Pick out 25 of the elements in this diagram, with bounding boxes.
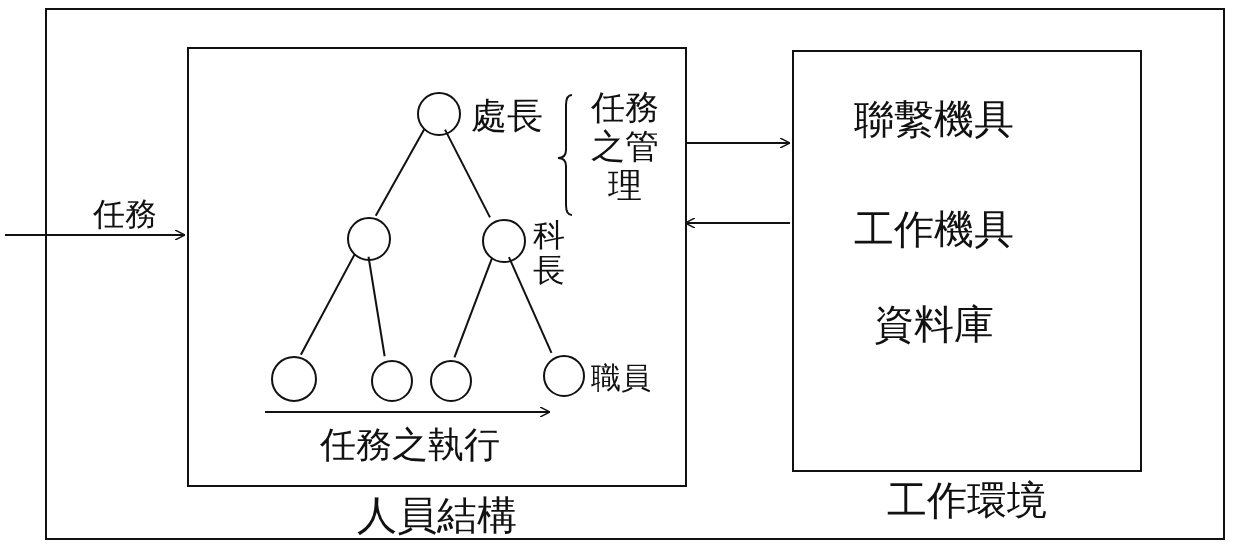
role-label: 處長 — [471, 96, 543, 136]
connector-line — [507, 256, 553, 354]
role-label: 科長 — [533, 218, 566, 289]
arrow — [684, 137, 791, 149]
connector-line — [367, 255, 386, 358]
item-text: 資料庫 — [874, 302, 994, 346]
item-text: 聯繫機具 — [854, 97, 1014, 141]
person-circle — [271, 356, 317, 402]
box-heading: 人員結構 — [357, 493, 517, 537]
connector-line — [374, 128, 426, 217]
frame-box — [45, 8, 1225, 540]
arrow — [684, 217, 791, 229]
arrow — [4, 229, 186, 241]
note-text: 任務之管理 — [590, 88, 660, 206]
connector-line — [444, 128, 491, 219]
role-label: 職員 — [591, 361, 651, 394]
connector-line — [299, 253, 356, 356]
person-circle — [371, 360, 413, 402]
connector-line — [453, 256, 494, 359]
item-text: 工作機具 — [854, 207, 1014, 251]
box-heading: 工作環境 — [887, 478, 1047, 522]
note-text: 任務之執行 — [320, 425, 500, 465]
person-circle — [430, 360, 472, 402]
person-circle — [347, 217, 391, 261]
edge-label: 任務 — [93, 197, 157, 233]
